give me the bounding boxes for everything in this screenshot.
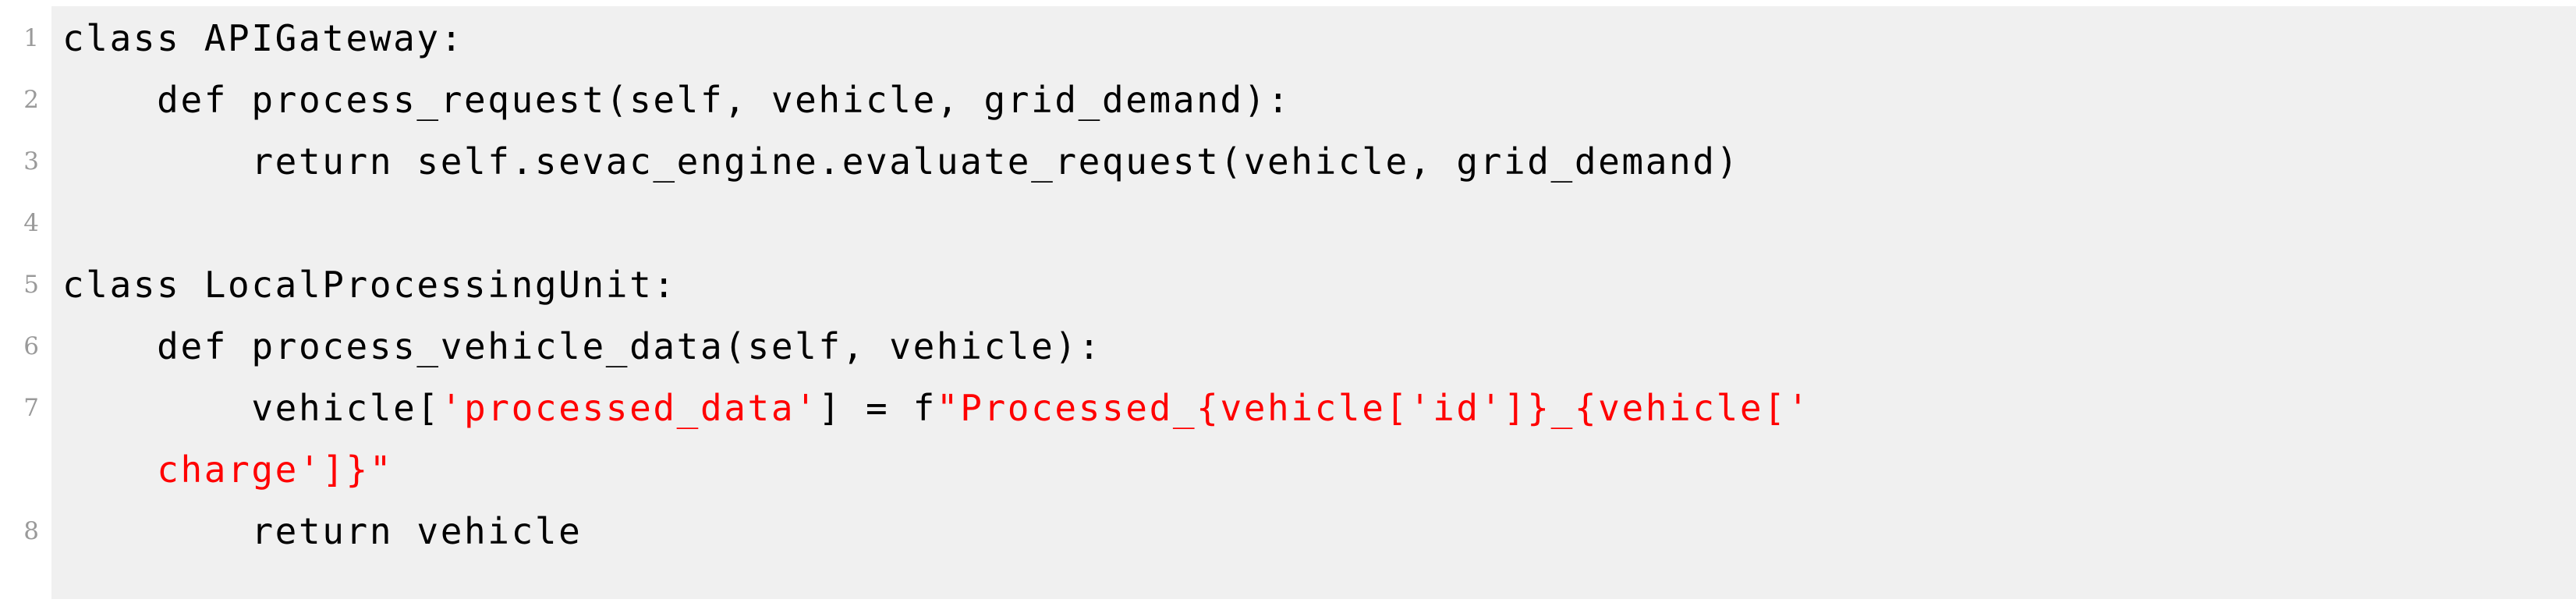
code-line-7: 7 vehicle['processed_data'] = f"Processe…: [0, 378, 2576, 501]
line-number: 7: [23, 394, 39, 422]
code-line-3: 3 return self.sevac_engine.evaluate_requ…: [0, 131, 2576, 193]
line-number: 6: [23, 332, 39, 360]
line-number: 5: [23, 271, 39, 299]
line-number: 8: [23, 517, 39, 545]
code-segment-prefix: vehicle[: [62, 387, 441, 429]
code-line-text: return vehicle: [62, 510, 583, 552]
code-line-2: 2 def process_request(self, vehicle, gri…: [0, 69, 2576, 131]
string-literal-fstring: "Processed_{vehicle['id']}_{vehicle[': [936, 387, 1811, 429]
code-line-1: 1 class APIGateway:: [0, 8, 2576, 69]
code-line-8: 8 return vehicle: [0, 501, 2576, 562]
code-line-4: 4: [0, 193, 2576, 254]
code-line-5: 5 class LocalProcessingUnit:: [0, 254, 2576, 316]
code-segment-assign: ] = f: [818, 387, 937, 429]
line-number: 3: [23, 147, 39, 176]
code-line-text: vehicle['processed_data'] = f"Processed_…: [62, 378, 1811, 501]
string-literal-fstring-continued: charge']}": [157, 449, 394, 491]
line-number: 1: [23, 24, 39, 52]
code-line-text: def process_request(self, vehicle, grid_…: [62, 79, 1292, 121]
line-number: 4: [23, 209, 39, 237]
code-lines-container: 1 class APIGateway: 2 def process_reques…: [0, 8, 2576, 562]
code-line-text: def process_vehicle_data(self, vehicle):: [62, 325, 1102, 367]
line-number: 2: [23, 86, 39, 114]
code-line-6: 6 def process_vehicle_data(self, vehicle…: [0, 316, 2576, 378]
string-literal-key: 'processed_data': [440, 387, 819, 429]
continuation-indent: [62, 449, 157, 491]
code-line-text: return self.sevac_engine.evaluate_reques…: [62, 140, 1740, 183]
code-line-text: class APIGateway:: [62, 17, 465, 59]
code-line-text: class LocalProcessingUnit:: [62, 264, 677, 306]
code-line-7-continuation: charge']}": [62, 439, 1811, 501]
code-background-panel: [51, 6, 2576, 599]
